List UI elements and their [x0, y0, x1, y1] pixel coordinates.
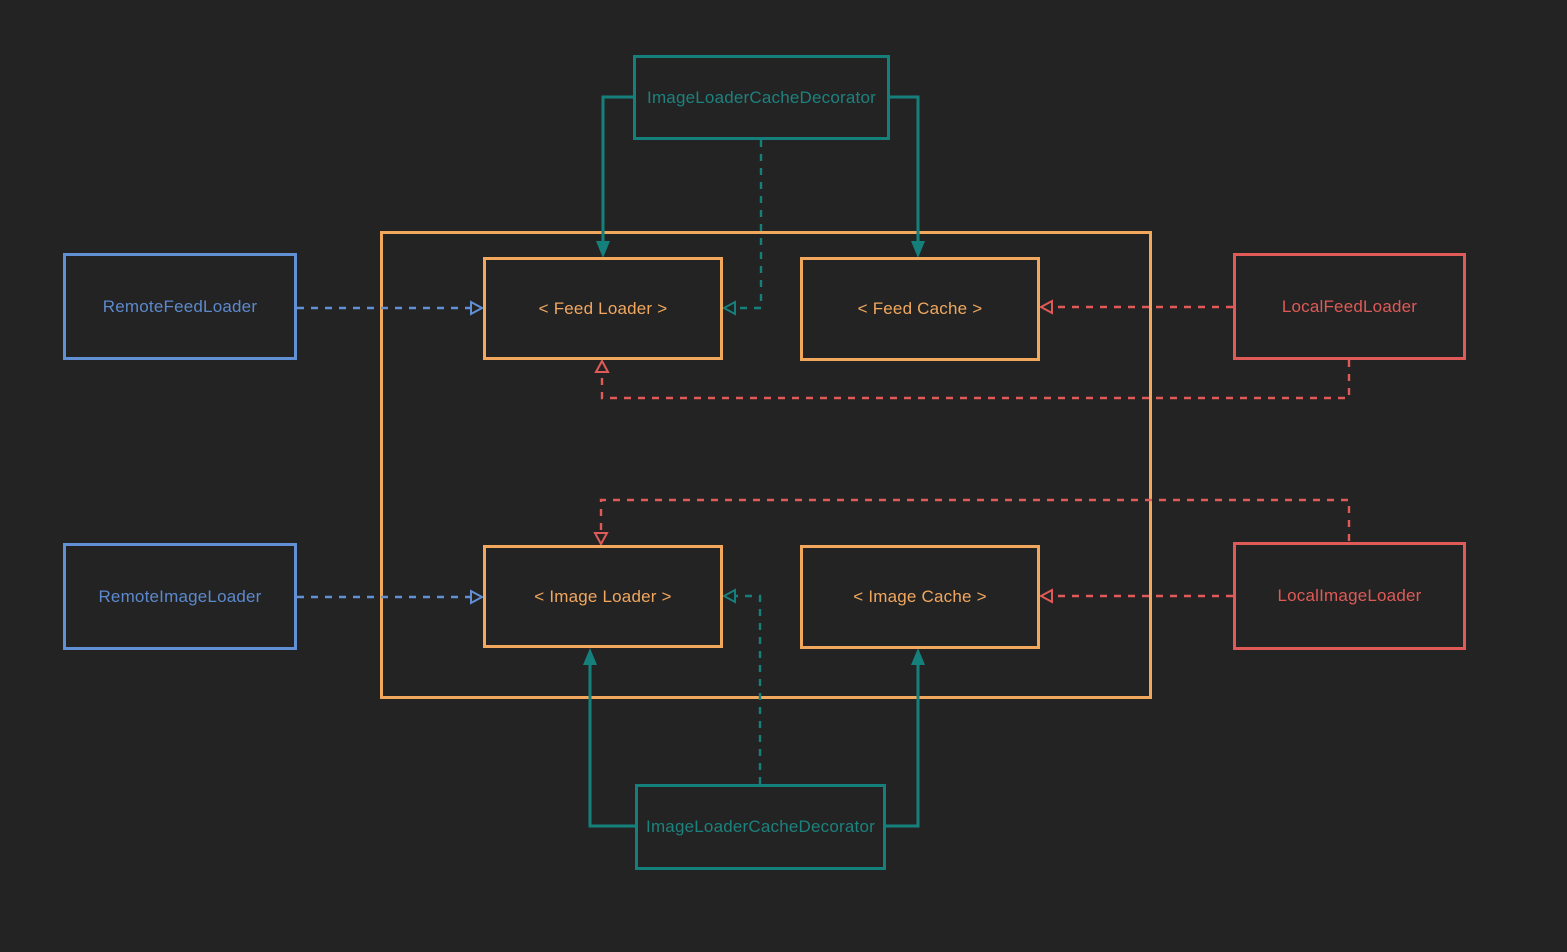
- node-label: LocalFeedLoader: [1281, 296, 1418, 316]
- node-image-cache: < Image Cache >: [800, 545, 1040, 649]
- node-label: < Image Cache >: [853, 587, 987, 606]
- arrowhead-open-left-icon: [1038, 299, 1053, 315]
- arrowhead-open-right-icon: [470, 589, 485, 605]
- node-remote-feed-loader: RemoteFeedLoader: [63, 253, 297, 360]
- arrowhead-filled-down-icon: [596, 241, 610, 258]
- edge-decorator-bottom-to-image-cache: [886, 660, 920, 828]
- node-label: RemoteImageLoader: [98, 586, 262, 606]
- arrowhead-filled-up-icon: [911, 648, 925, 665]
- node-feed-loader: < Feed Loader >: [483, 257, 723, 360]
- arrowhead-open-left-icon: [1038, 588, 1053, 604]
- arrowhead-open-left-icon: [721, 300, 736, 316]
- edge-local-feed-loader-to-feed-loader: [600, 360, 1351, 400]
- edge-decorator-top-dashed-to-feed-loader: [736, 140, 763, 310]
- node-remote-image-loader: RemoteImageLoader: [63, 543, 297, 650]
- node-label: RemoteFeedLoader: [102, 296, 258, 316]
- node-image-loader: < Image Loader >: [483, 545, 723, 648]
- node-image-loader-cache-decorator-top: ImageLoaderCacheDecorator: [633, 55, 890, 140]
- node-label: < Feed Loader >: [538, 298, 668, 318]
- node-local-image-loader: LocalImageLoader: [1233, 542, 1466, 650]
- node-label: < Feed Cache >: [857, 299, 983, 318]
- node-image-loader-cache-decorator-bottom: ImageLoaderCacheDecorator: [635, 784, 886, 870]
- node-label: < Image Loader >: [534, 586, 672, 606]
- arrowhead-filled-down-icon: [911, 241, 925, 258]
- edge-decorator-top-to-feed-loader: [601, 95, 633, 247]
- arrowhead-open-up-icon: [594, 358, 610, 373]
- arrowhead-filled-up-icon: [583, 648, 597, 665]
- node-local-feed-loader: LocalFeedLoader: [1233, 253, 1466, 360]
- node-label: ImageLoaderCacheDecorator: [647, 87, 876, 107]
- edge-decorator-top-to-feed-cache: [890, 95, 920, 247]
- edge-decorator-bottom-to-image-loader: [588, 660, 635, 828]
- composition-boundary-box: [380, 231, 1152, 699]
- node-feed-cache: < Feed Cache >: [800, 257, 1040, 361]
- node-label: LocalImageLoader: [1277, 586, 1422, 605]
- arrowhead-open-right-icon: [470, 300, 485, 316]
- node-label: ImageLoaderCacheDecorator: [646, 817, 875, 836]
- arrowhead-open-left-icon: [721, 588, 736, 604]
- edge-decorator-bottom-dashed-to-image-loader: [736, 594, 762, 784]
- arrowhead-open-down-icon: [593, 532, 609, 547]
- edge-local-image-loader-to-image-loader: [599, 498, 1351, 541]
